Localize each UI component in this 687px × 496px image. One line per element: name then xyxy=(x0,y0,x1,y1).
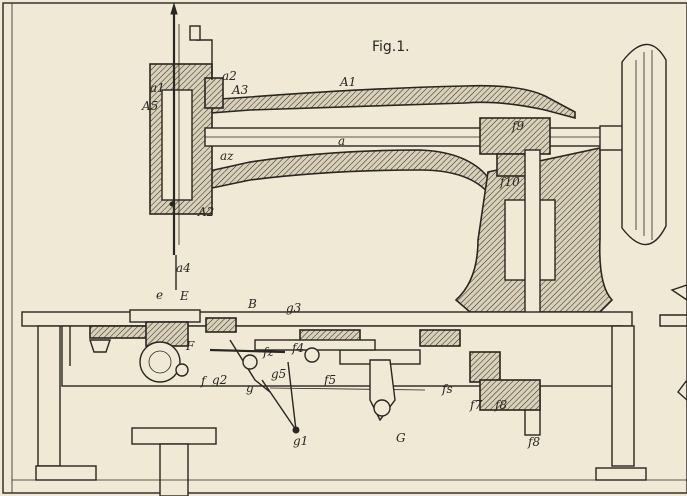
label-f10: f10 xyxy=(499,175,520,189)
thread-guide xyxy=(189,25,201,41)
stand-post xyxy=(159,443,189,496)
next-figure-fragment xyxy=(659,314,687,327)
label-e: e xyxy=(156,288,163,302)
right-foot xyxy=(595,467,647,481)
lower-arm-casting xyxy=(203,149,491,198)
stand-top xyxy=(131,427,217,445)
label-g1: g1 xyxy=(293,434,308,448)
needle-clamp-screw xyxy=(169,201,175,207)
bed-block-3 xyxy=(419,329,461,347)
label-f7: f7 xyxy=(469,398,482,412)
bed-plate xyxy=(21,311,633,327)
pivot-g xyxy=(242,354,258,370)
label-a2: a2 xyxy=(222,69,237,83)
link-rod-1 xyxy=(287,361,297,431)
figure-title: Fig.1. xyxy=(372,39,410,55)
label-f8: f8 xyxy=(527,435,540,449)
label-g2: g2 xyxy=(212,373,227,387)
label-F: F xyxy=(185,339,195,353)
label-fz: fz xyxy=(262,345,274,359)
label-g: g xyxy=(246,381,254,395)
label-f8b: f8 xyxy=(494,398,507,412)
label-G: G xyxy=(396,431,406,445)
needle-bar-tip xyxy=(170,2,178,15)
shuttle-wheel xyxy=(139,341,181,383)
next-figure-mark xyxy=(670,284,687,301)
label-az: az xyxy=(220,149,234,163)
pivot-f4 xyxy=(304,347,320,363)
lever-arm xyxy=(209,348,286,354)
label-fs: fs xyxy=(441,382,453,396)
shuttle-pivot xyxy=(175,363,189,377)
thumb-nut xyxy=(89,339,111,353)
shuttle-wheel-inner xyxy=(148,350,172,374)
label-B: B xyxy=(247,297,257,311)
label-g5: g5 xyxy=(271,367,286,381)
right-leg xyxy=(611,325,635,467)
label-a4: a4 xyxy=(176,261,191,275)
head-cap xyxy=(204,77,224,109)
needle-bar-housing xyxy=(161,89,193,201)
bed-block-1 xyxy=(89,325,151,339)
label-a: a xyxy=(338,134,345,148)
label-A1: A1 xyxy=(339,75,356,89)
link-rod-2 xyxy=(261,379,297,431)
upper-arm-casting xyxy=(203,84,576,120)
label-A5: A5 xyxy=(141,99,158,113)
lever-G-eye xyxy=(373,399,391,417)
presser-wire xyxy=(196,39,213,80)
label-E: E xyxy=(179,289,189,303)
bed-block-4 xyxy=(469,351,501,383)
label-f5: f5 xyxy=(323,373,336,387)
label-f4: f4 xyxy=(291,341,304,355)
left-leg xyxy=(37,325,61,467)
pivot-g1 xyxy=(292,426,300,434)
label-f9: f9 xyxy=(511,119,524,133)
connecting-rod xyxy=(269,387,426,391)
label-f: f xyxy=(200,374,208,388)
bed-block-5 xyxy=(479,379,541,411)
upper-gear-housing xyxy=(479,117,551,155)
lever-link xyxy=(229,339,271,393)
next-figure-mark-2 xyxy=(677,378,687,401)
feed-dog-block xyxy=(145,321,189,347)
left-foot xyxy=(35,465,97,481)
label-g3: g3 xyxy=(286,301,302,315)
label-a3: A3 xyxy=(231,83,249,97)
label-A2: A2 xyxy=(197,205,214,219)
label-a1: a1 xyxy=(150,81,165,95)
needle-plate xyxy=(129,309,201,323)
bed-block-b xyxy=(205,317,237,333)
